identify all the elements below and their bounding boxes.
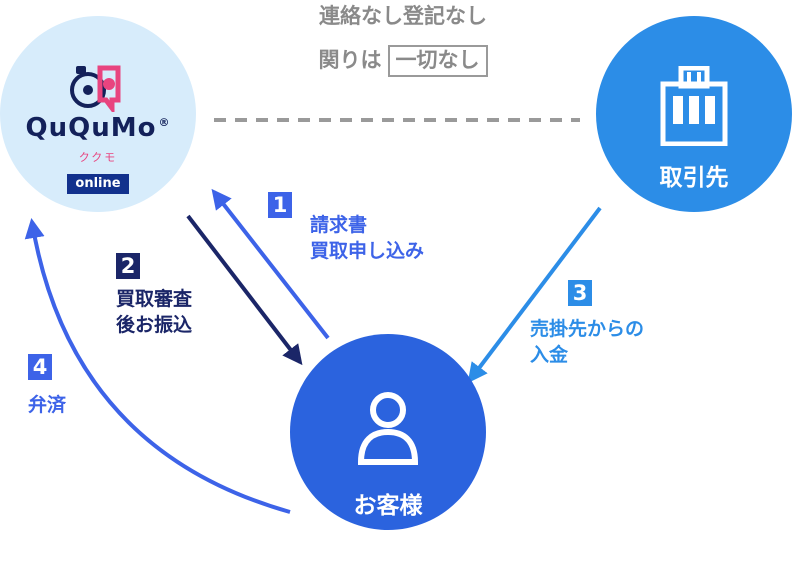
- step-2-badge: 2: [116, 253, 140, 279]
- ququmo-logo-kana: ククモ: [78, 151, 118, 164]
- notice-prefix: 関りは: [318, 48, 382, 72]
- step-1-text: 請求書 買取申し込み: [310, 212, 424, 264]
- notice-line-1: 連絡なし登記なし: [319, 4, 487, 28]
- logo-word: QuQuMo: [25, 113, 157, 143]
- arrow-step3: [467, 206, 602, 384]
- step-2-line-2: 後お振込: [116, 314, 193, 336]
- step-3-line-2: 入金: [530, 344, 569, 366]
- ququmo-node: QuQuMo® ククモ online: [0, 16, 196, 212]
- building-icon: [660, 66, 728, 146]
- step-2-line-1: 買取審査: [116, 288, 193, 310]
- step-4-text: 弁済: [28, 392, 66, 418]
- ququmo-online-badge: online: [67, 174, 129, 194]
- notice-line-2: 関りは一切なし: [268, 45, 538, 77]
- ququmo-mascot-icon: [70, 65, 121, 112]
- step-1-line-2: 買取申し込み: [310, 240, 425, 262]
- ququmo-logo-text: QuQuMo®: [0, 113, 196, 143]
- customer-label: お客様: [353, 493, 423, 519]
- step-4-line-1: 弁済: [28, 394, 67, 416]
- logo-registered-mark: ®: [158, 116, 171, 130]
- step-2-text: 買取審査 後お振込: [116, 286, 192, 338]
- step-4-badge: 4: [28, 354, 52, 380]
- notice-boxed: 一切なし: [387, 45, 488, 77]
- arrow-step1: [211, 188, 330, 340]
- arrow-step4: [24, 218, 291, 514]
- step-1-badge: 1: [268, 192, 292, 218]
- partner-label: 取引先: [659, 165, 729, 191]
- arrow-step2: [186, 214, 303, 366]
- step-3-badge: 3: [568, 280, 592, 306]
- step-1-line-1: 請求書: [310, 214, 368, 236]
- step-3-text: 売掛先からの 入金: [530, 316, 644, 368]
- step-3-line-1: 売掛先からの: [530, 318, 645, 340]
- customer-node: お客様: [290, 334, 486, 530]
- person-icon: [357, 392, 419, 465]
- partner-node: 取引先: [596, 16, 792, 212]
